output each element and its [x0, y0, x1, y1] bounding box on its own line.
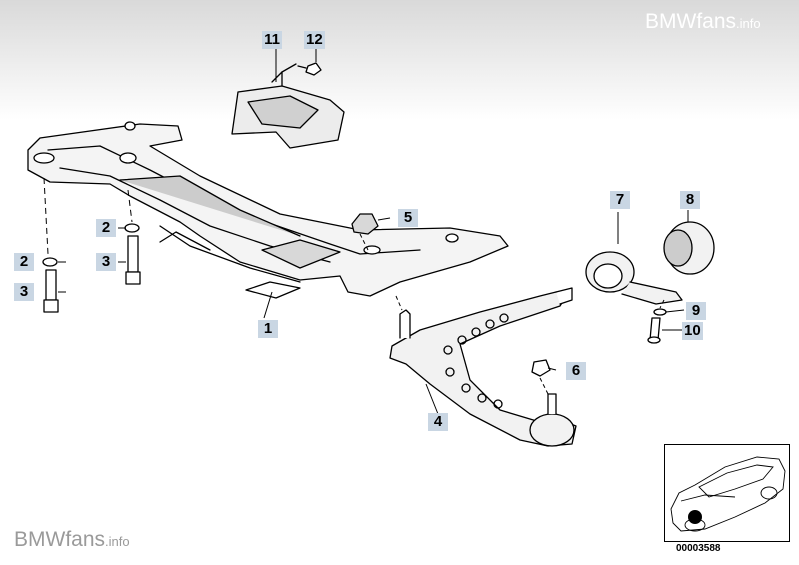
callout-8[interactable]: 8: [680, 191, 700, 209]
nut-12: [297, 62, 322, 76]
callout-4[interactable]: 4: [428, 413, 448, 431]
diagram-part-number: 00003588: [676, 543, 721, 554]
callout-5[interactable]: 5: [398, 209, 418, 227]
callout-6[interactable]: 6: [566, 362, 586, 380]
nut-6: [531, 359, 551, 377]
rubber-mount-5: [351, 213, 379, 235]
wishbone: [389, 287, 577, 447]
bracket-7: [585, 251, 683, 305]
watermark-top: BMWfans.info: [645, 10, 761, 33]
callout-2-left[interactable]: 2: [14, 253, 34, 271]
bolt-3-center: [125, 235, 141, 285]
callout-3-left[interactable]: 3: [14, 283, 34, 301]
bolt-3-left: [43, 269, 59, 313]
callout-9[interactable]: 9: [686, 302, 706, 320]
car-location-inset: [664, 444, 790, 542]
car-outline-icon: [670, 456, 786, 532]
callout-1[interactable]: 1: [258, 320, 278, 338]
callout-7[interactable]: 7: [610, 191, 630, 209]
callout-2-center[interactable]: 2: [96, 219, 116, 237]
rubber-bushing-8: [663, 221, 715, 275]
bolt-10: [647, 317, 661, 344]
washer-2-left: [42, 257, 58, 267]
callout-11[interactable]: 11: [262, 31, 282, 49]
location-marker-icon: [688, 510, 702, 524]
callout-12[interactable]: 12: [304, 31, 325, 49]
washer-2-center: [124, 223, 140, 233]
callout-3-center[interactable]: 3: [96, 253, 116, 271]
callout-10[interactable]: 10: [682, 322, 703, 340]
heat-shield: [231, 63, 345, 149]
watermark-bottom: BMWfans.info: [14, 528, 130, 551]
axle-carrier: [27, 121, 509, 299]
washer-9: [653, 308, 667, 316]
